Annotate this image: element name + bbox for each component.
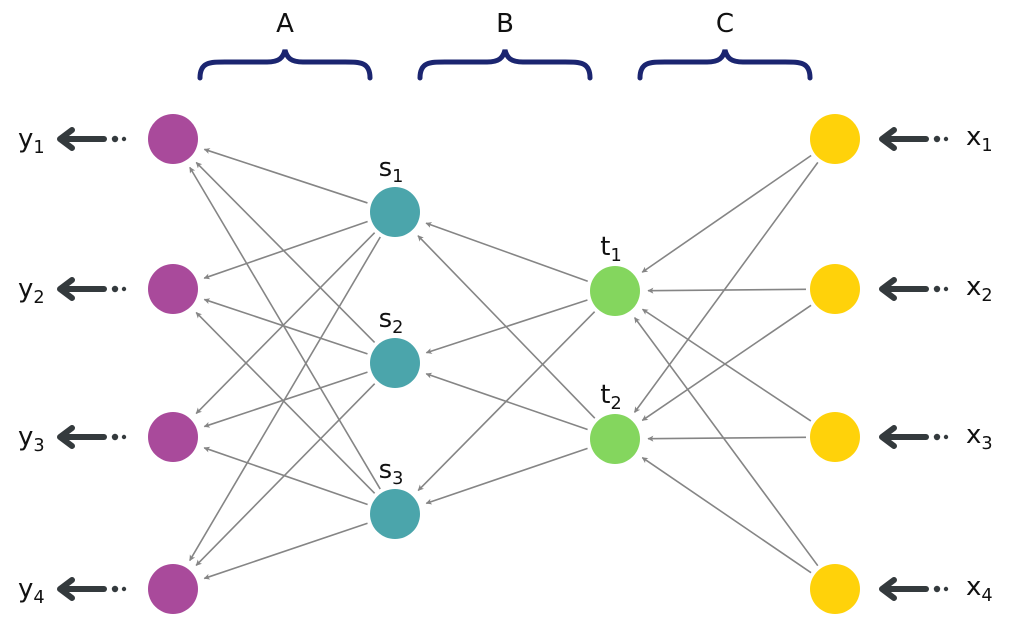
edge-s1-to-y4 — [189, 236, 381, 562]
label-t1: t1 — [600, 232, 621, 266]
group-label-A: A — [276, 9, 294, 39]
node-x2 — [810, 264, 860, 314]
edge-s2-to-y3 — [203, 371, 368, 428]
node-y4 — [148, 564, 198, 614]
brace-B — [417, 49, 593, 81]
node-t1 — [590, 266, 640, 316]
edge-s3-to-y3 — [203, 446, 368, 506]
input-arrow-x1 — [879, 127, 949, 151]
edge-x1-to-t2 — [633, 161, 819, 413]
edge-s1-to-y1 — [203, 148, 368, 204]
brace-A — [197, 49, 373, 81]
io-arrows-layer — [57, 127, 949, 601]
edge-x2-to-t1 — [647, 287, 807, 294]
node-y1 — [148, 114, 198, 164]
node-t2 — [590, 414, 640, 464]
label-x3: x3 — [966, 420, 993, 454]
label-x1: x1 — [966, 122, 993, 156]
node-y2 — [148, 264, 198, 314]
braces-layer — [197, 49, 813, 81]
edge-s1-to-y3 — [195, 232, 376, 415]
edge-x3-to-t2 — [647, 435, 807, 442]
edge-x2-to-t2 — [641, 304, 812, 422]
label-y4: y4 — [18, 574, 45, 608]
brace-C — [637, 49, 813, 81]
label-s2: s2 — [379, 304, 404, 338]
label-y3: y3 — [18, 422, 45, 456]
edge-s3-to-y1 — [189, 166, 381, 490]
edge-s2-to-y2 — [203, 298, 368, 355]
label-s1: s1 — [379, 153, 404, 187]
group-label-B: B — [496, 9, 514, 39]
node-s2 — [370, 338, 420, 388]
node-x1 — [810, 114, 860, 164]
label-y1: y1 — [18, 124, 45, 158]
node-s3 — [370, 489, 420, 539]
label-x2: x2 — [966, 272, 993, 306]
edge-x4-to-t1 — [633, 317, 819, 567]
node-x4 — [810, 564, 860, 614]
output-arrow-y3 — [57, 425, 127, 449]
node-s1 — [370, 187, 420, 237]
output-arrow-y1 — [57, 127, 127, 151]
edge-s3-to-y2 — [195, 311, 376, 494]
output-arrow-y4 — [57, 577, 127, 601]
edge-t1-to-s1 — [425, 222, 588, 282]
label-y2: y2 — [18, 274, 45, 308]
labels-layer: A B Cs1 s2 s3 t1 t2 y1 y2 y3 y4 x1 x2 x3 x4 — [18, 9, 993, 608]
node-x3 — [810, 412, 860, 462]
label-t2: t2 — [600, 380, 621, 414]
edge-s2-to-y1 — [195, 161, 376, 343]
edge-s1-to-y2 — [203, 220, 368, 280]
output-arrow-y2 — [57, 277, 127, 301]
edge-t2-to-s3 — [425, 447, 588, 505]
label-x4: x4 — [966, 572, 993, 606]
input-arrow-x4 — [879, 577, 949, 601]
edges-layer — [189, 148, 819, 580]
input-arrow-x2 — [879, 277, 949, 301]
edge-s2-to-y4 — [195, 383, 376, 567]
nodes-layer — [148, 114, 860, 614]
edge-x3-to-t1 — [641, 308, 812, 422]
edge-t2-to-s1 — [417, 235, 596, 419]
edge-s3-to-y4 — [203, 522, 368, 580]
label-s3: s3 — [379, 455, 404, 489]
input-arrow-x3 — [879, 425, 949, 449]
edge-x1-to-t1 — [641, 154, 812, 273]
group-label-C: C — [716, 9, 734, 39]
edge-t2-to-s2 — [425, 372, 588, 431]
edge-x4-to-t2 — [641, 456, 812, 574]
node-y3 — [148, 412, 198, 462]
